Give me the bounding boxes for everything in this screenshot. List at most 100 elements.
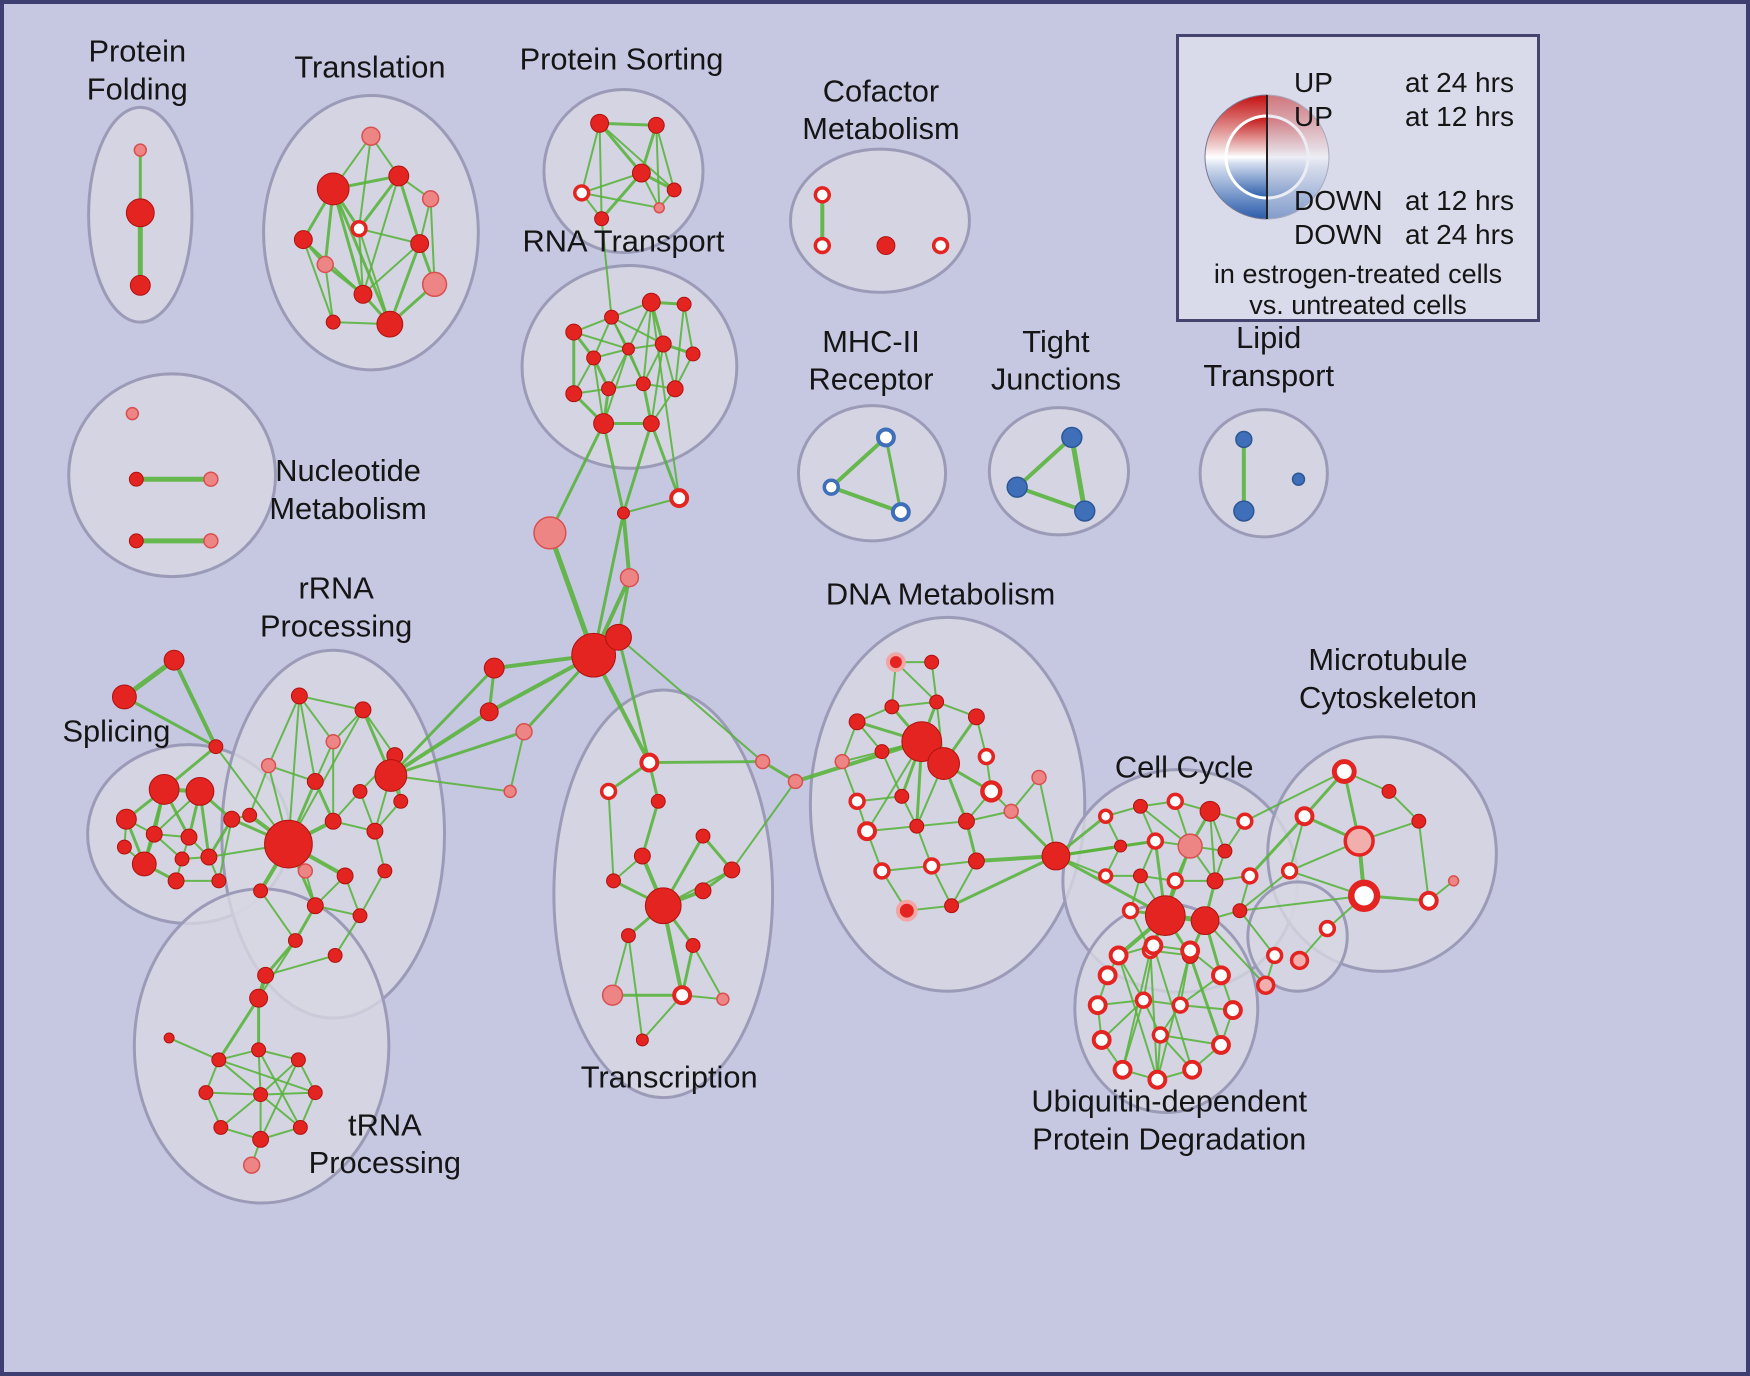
network-node-23[interactable] — [813, 236, 832, 255]
network-node-153[interactable] — [1132, 868, 1148, 884]
network-node-149[interactable] — [1146, 832, 1165, 850]
network-node-67[interactable] — [393, 793, 409, 809]
network-node-97[interactable] — [483, 657, 505, 679]
network-node-82[interactable] — [148, 773, 180, 805]
network-node-71[interactable] — [264, 819, 313, 869]
network-node-30[interactable] — [586, 350, 602, 366]
network-node-187[interactable] — [1171, 996, 1189, 1014]
network-node-109[interactable] — [620, 928, 636, 944]
network-node-108[interactable] — [694, 882, 712, 900]
network-node-6[interactable] — [421, 190, 440, 208]
network-node-76[interactable] — [306, 897, 324, 915]
network-node-46[interactable] — [1235, 430, 1253, 449]
network-node-83[interactable] — [185, 776, 215, 806]
network-node-118[interactable] — [885, 652, 906, 673]
network-node-84[interactable] — [115, 808, 137, 830]
network-node-1[interactable] — [125, 198, 155, 228]
network-node-0[interactable] — [133, 143, 148, 157]
network-node-185[interactable] — [1097, 965, 1118, 986]
network-node-150[interactable] — [1177, 833, 1203, 859]
network-node-32[interactable] — [654, 335, 672, 353]
network-node-18[interactable] — [631, 163, 651, 183]
network-node-69[interactable] — [324, 812, 342, 830]
network-node-62[interactable] — [325, 733, 341, 750]
network-node-100[interactable] — [503, 784, 517, 799]
network-node-56[interactable] — [669, 488, 690, 509]
network-node-198[interactable] — [252, 1130, 270, 1148]
network-node-99[interactable] — [515, 723, 533, 741]
network-node-135[interactable] — [1003, 803, 1019, 819]
network-node-146[interactable] — [1199, 800, 1221, 822]
network-node-89[interactable] — [200, 848, 218, 866]
network-node-51[interactable] — [203, 471, 219, 487]
network-node-35[interactable] — [601, 381, 617, 397]
network-node-57[interactable] — [619, 567, 640, 588]
network-node-26[interactable] — [565, 323, 583, 341]
network-node-101[interactable] — [639, 752, 660, 773]
network-node-24[interactable] — [876, 236, 896, 256]
network-node-17[interactable] — [573, 184, 591, 202]
network-node-104[interactable] — [695, 828, 711, 844]
network-node-12[interactable] — [353, 284, 373, 304]
network-node-3[interactable] — [361, 126, 381, 146]
network-node-183[interactable] — [1091, 1030, 1112, 1050]
network-node-124[interactable] — [834, 753, 850, 770]
network-node-141[interactable] — [1031, 769, 1047, 786]
network-node-94[interactable] — [163, 649, 185, 671]
network-node-172[interactable] — [1289, 950, 1310, 971]
network-node-91[interactable] — [211, 873, 227, 889]
network-node-85[interactable] — [223, 810, 241, 828]
network-node-107[interactable] — [644, 887, 682, 925]
network-node-116[interactable] — [754, 753, 771, 770]
network-node-144[interactable] — [1132, 798, 1148, 814]
network-node-200[interactable] — [198, 1085, 214, 1101]
network-node-75[interactable] — [253, 883, 269, 899]
network-node-178[interactable] — [1222, 1000, 1243, 1021]
network-node-193[interactable] — [211, 1052, 227, 1068]
network-node-157[interactable] — [1121, 901, 1140, 920]
network-node-61[interactable] — [354, 701, 372, 719]
network-node-53[interactable] — [203, 533, 219, 549]
network-node-166[interactable] — [1343, 825, 1375, 857]
network-node-48[interactable] — [1291, 472, 1306, 486]
network-node-54[interactable] — [533, 516, 567, 550]
network-node-159[interactable] — [1190, 906, 1220, 936]
network-node-14[interactable] — [325, 314, 341, 330]
network-node-58[interactable] — [571, 632, 617, 678]
network-node-20[interactable] — [594, 211, 610, 227]
network-node-88[interactable] — [131, 851, 157, 877]
network-node-128[interactable] — [977, 747, 996, 766]
network-node-191[interactable] — [249, 988, 269, 1008]
network-node-184[interactable] — [1087, 995, 1108, 1016]
network-node-113[interactable] — [672, 985, 693, 1006]
network-node-29[interactable] — [676, 296, 692, 312]
network-node-8[interactable] — [350, 219, 368, 238]
network-node-4[interactable] — [316, 172, 350, 206]
network-node-47[interactable] — [1233, 500, 1255, 522]
network-node-126[interactable] — [901, 721, 943, 763]
network-node-10[interactable] — [421, 271, 448, 298]
network-node-39[interactable] — [642, 415, 660, 432]
network-node-5[interactable] — [388, 165, 410, 187]
network-node-38[interactable] — [593, 413, 615, 434]
network-node-202[interactable] — [242, 1156, 261, 1174]
network-node-33[interactable] — [685, 346, 701, 362]
network-node-154[interactable] — [1166, 872, 1184, 890]
network-node-114[interactable] — [716, 992, 730, 1006]
network-node-59[interactable] — [605, 623, 632, 651]
network-node-177[interactable] — [1211, 965, 1231, 986]
network-node-199[interactable] — [213, 1119, 229, 1135]
network-node-192[interactable] — [163, 1032, 175, 1044]
network-node-25[interactable] — [931, 236, 950, 255]
network-node-127[interactable] — [927, 747, 961, 780]
network-node-143[interactable] — [1097, 808, 1114, 824]
network-node-156[interactable] — [1241, 867, 1259, 885]
network-node-2[interactable] — [129, 274, 151, 296]
network-node-40[interactable] — [875, 427, 896, 448]
network-node-119[interactable] — [924, 654, 940, 670]
network-node-121[interactable] — [884, 699, 900, 715]
network-node-86[interactable] — [145, 825, 163, 843]
network-node-42[interactable] — [890, 502, 911, 522]
network-node-111[interactable] — [723, 861, 741, 879]
network-node-55[interactable] — [617, 506, 630, 520]
